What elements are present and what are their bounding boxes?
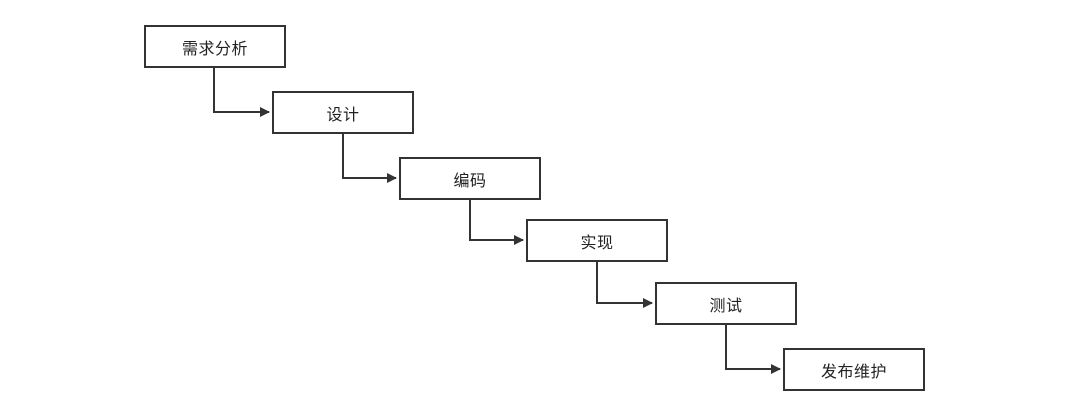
- connector-1-2: [213, 68, 270, 117]
- step-label: 实现: [580, 232, 614, 252]
- step-design: 设计: [272, 91, 414, 134]
- connector-4-5: [596, 262, 653, 308]
- step-implementation: 实现: [526, 219, 668, 262]
- step-label: 发布维护: [820, 361, 887, 381]
- step-requirements-analysis: 需求分析: [144, 25, 286, 68]
- step-release-maintenance: 发布维护: [783, 348, 925, 391]
- step-label: 编码: [453, 170, 487, 190]
- step-coding: 编码: [399, 157, 541, 200]
- step-label: 测试: [709, 295, 743, 315]
- connector-5-6: [725, 325, 781, 374]
- step-label: 设计: [326, 104, 360, 124]
- step-testing: 测试: [655, 282, 797, 325]
- connector-2-3: [342, 134, 397, 183]
- connector-3-4: [469, 200, 524, 245]
- step-label: 需求分析: [181, 38, 248, 58]
